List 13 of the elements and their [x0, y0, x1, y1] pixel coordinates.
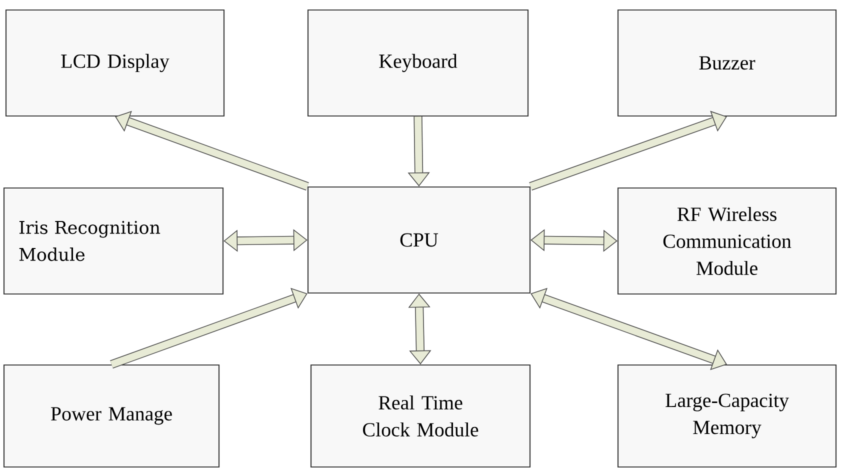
process-box: Buzzer [617, 9, 837, 117]
process-box: Power Manage [3, 364, 220, 468]
process-box: LCD Display [5, 9, 225, 117]
process-box: Real Time Clock Module [310, 364, 531, 468]
process-box: Large-Capacity Memory [617, 364, 837, 468]
process-box: CPU [307, 186, 531, 294]
block-arrow [224, 229, 308, 252]
block-arrow [529, 110, 727, 190]
process-box: Keyboard [307, 9, 529, 117]
process-box: RF Wireless Communication Module [617, 187, 837, 295]
block-arrow [110, 288, 308, 368]
block-arrow [408, 294, 432, 364]
process-box: Iris Recognition Module [3, 187, 224, 295]
